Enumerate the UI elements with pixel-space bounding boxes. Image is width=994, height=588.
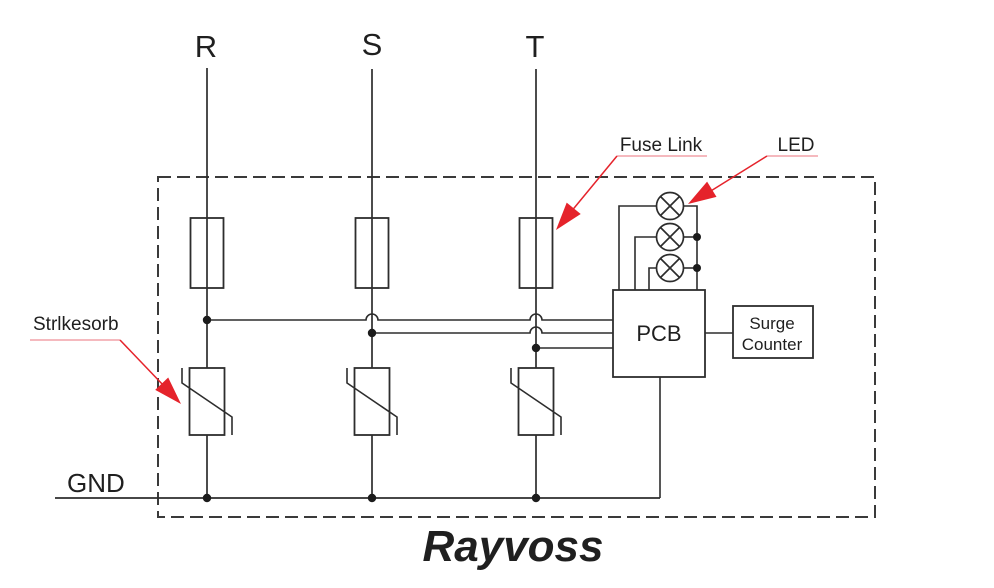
strikesorb-label: Strlkesorb <box>33 314 119 335</box>
strikesorb-t <box>510 367 562 436</box>
junction-led3 <box>693 264 701 272</box>
enclosure-dashed-box <box>157 176 876 518</box>
fuse-link-arrowhead-icon <box>556 202 581 230</box>
junction-s-bus <box>367 328 377 338</box>
surge-counter-label-line2: Counter <box>742 335 803 354</box>
led-lamps <box>655 191 685 283</box>
led-arrowhead-icon <box>688 181 717 204</box>
junction-r-bus <box>202 315 212 325</box>
strikesorb-r <box>181 367 233 436</box>
brand-title: Rayvoss <box>422 522 603 571</box>
phase-label-t: T <box>526 29 545 64</box>
junction-r-gnd <box>202 493 212 503</box>
junction-t-gnd <box>531 493 541 503</box>
bus-lines <box>207 313 613 349</box>
fuse-link-s <box>354 217 390 289</box>
led-lamp-3 <box>655 253 685 283</box>
pcb-label: PCB <box>636 321 681 346</box>
fuse-link-r <box>189 217 225 289</box>
led-lamp-2 <box>655 222 685 252</box>
bus-line-s-to-pcb <box>372 326 613 334</box>
annotation-led: LED <box>688 135 818 204</box>
led-right-bus-wire <box>683 205 698 290</box>
fuse-links <box>189 217 554 289</box>
led-leader-line <box>705 155 768 195</box>
led-wiring <box>618 205 698 290</box>
gnd-label: GND <box>67 468 125 498</box>
fuse-link-label: Fuse Link <box>620 135 703 156</box>
phase-label-s: S <box>362 27 383 62</box>
led3-left-wire <box>648 267 657 290</box>
bus-line-r-to-pcb <box>207 313 613 321</box>
junction-dots <box>202 233 701 503</box>
annotation-strikesorb: Strlkesorb <box>30 314 181 404</box>
led-assembly <box>618 191 698 290</box>
annotation-fuse-link: Fuse Link <box>556 135 707 230</box>
strikesorb-varistors <box>181 367 562 436</box>
led-lamp-1 <box>655 191 685 221</box>
led-label: LED <box>778 135 815 156</box>
fuse-link-t <box>518 217 554 289</box>
junction-led2 <box>693 233 701 241</box>
surge-counter-label-line1: Surge <box>749 314 794 333</box>
junction-t-bus <box>531 343 541 353</box>
led2-left-wire <box>634 236 657 290</box>
surge-counter-box <box>732 305 814 359</box>
phase-label-r: R <box>195 29 217 64</box>
fuse-link-leader-line <box>569 155 618 214</box>
junction-s-gnd <box>367 493 377 503</box>
strikesorb-arrowhead-icon <box>155 377 181 404</box>
strikesorb-leader-line <box>119 339 165 387</box>
strikesorb-s <box>346 367 398 436</box>
led1-left-wire <box>618 205 657 290</box>
